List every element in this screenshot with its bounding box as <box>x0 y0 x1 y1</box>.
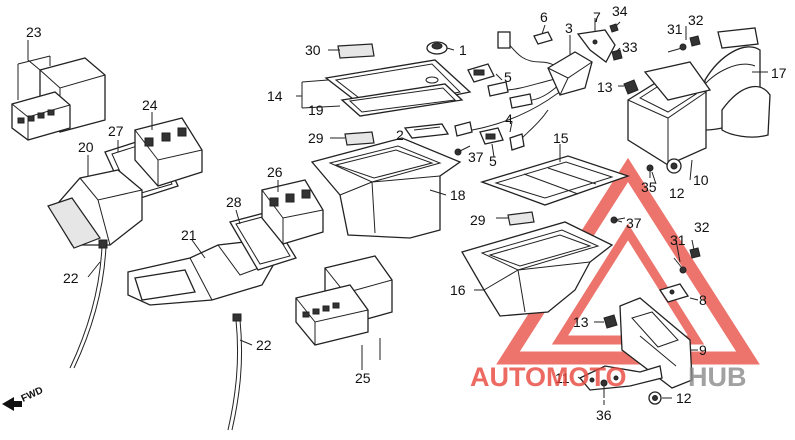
callout-12-upper: 12 <box>669 185 685 201</box>
callout-27: 27 <box>108 123 124 139</box>
callout-20: 20 <box>78 139 94 155</box>
part-22-left <box>69 239 108 369</box>
callout-9: 8 <box>699 292 707 308</box>
callout-15: 15 <box>553 130 569 146</box>
part-18 <box>310 137 462 239</box>
callout-36: 36 <box>596 407 612 423</box>
part-24 <box>134 117 203 187</box>
callout-5-upper: 5 <box>504 69 512 85</box>
callout-24: 24 <box>142 97 158 113</box>
part-9 <box>658 283 690 303</box>
part-5-lower <box>479 127 504 145</box>
part-17 <box>461 221 614 317</box>
callout-labels: 23 24 27 20 26 28 21 22 22 25 30 1 14 19… <box>26 3 787 423</box>
callout-34: 34 <box>612 3 628 19</box>
watermark-text-left: AUTOMOTO <box>470 362 627 392</box>
part-12-lower <box>648 391 662 405</box>
part-5-upper <box>467 63 495 83</box>
callout-29-upper: 29 <box>308 130 324 146</box>
callout-37-upper: 37 <box>468 149 484 165</box>
part-13-upper <box>623 79 639 95</box>
part-23 <box>11 55 106 141</box>
callout-32-upper: 32 <box>688 12 704 28</box>
fwd-label: FWD <box>20 385 45 405</box>
part-19 <box>340 83 464 117</box>
watermark-text-right: HUB <box>688 362 747 392</box>
callout-21: 21 <box>181 227 197 243</box>
part-32-lower <box>689 247 701 259</box>
part-7 <box>576 29 616 63</box>
callout-17: 16 <box>450 282 466 298</box>
callout-7: 7 <box>593 9 601 25</box>
part-10 <box>578 365 663 391</box>
callout-18: 18 <box>450 187 466 203</box>
callout-12-lower: 12 <box>676 390 692 406</box>
part-25 <box>295 255 393 360</box>
wiring <box>454 31 569 151</box>
callout-37-lower: 37 <box>626 215 642 231</box>
watermark-text: AUTOMOTO HUB <box>470 362 747 392</box>
part-13-lower <box>603 314 618 329</box>
part-32-upper <box>689 35 701 47</box>
part-15 <box>479 155 631 206</box>
callout-5-lower: 5 <box>489 153 497 169</box>
callout-22-center: 22 <box>256 337 272 353</box>
fwd-indicator: FWD <box>2 385 45 411</box>
callout-30: 30 <box>305 42 321 58</box>
part-37-upper <box>454 145 471 156</box>
part-36 <box>600 379 608 398</box>
part-20 <box>47 169 143 249</box>
part-29-upper <box>344 131 375 146</box>
part-12-upper <box>666 158 682 174</box>
part-6 <box>533 31 553 45</box>
part-31-lower <box>673 257 687 274</box>
callout-11: 10 <box>693 172 709 188</box>
part-26 <box>261 179 324 245</box>
callout-22-left: 22 <box>63 270 79 286</box>
part-16 <box>699 27 771 138</box>
callout-13-upper: 13 <box>597 79 613 95</box>
part-29-lower <box>507 211 535 226</box>
callout-4: 4 <box>505 111 513 127</box>
callout-3: 3 <box>565 20 573 36</box>
leader-lines <box>27 18 768 405</box>
callout-8: 9 <box>699 342 707 358</box>
part-11 <box>627 61 712 166</box>
callout-31-upper: 31 <box>667 21 683 37</box>
part-8 <box>619 297 693 389</box>
callout-25: 25 <box>355 370 371 386</box>
callout-13-lower: 13 <box>573 314 589 330</box>
callout-26: 26 <box>267 164 283 180</box>
part-31-upper <box>667 43 687 53</box>
callout-35: 35 <box>641 179 657 195</box>
part-30 <box>337 43 375 59</box>
callout-1: 1 <box>459 42 467 58</box>
callout-28: 28 <box>226 194 242 210</box>
part-1 <box>426 41 448 55</box>
callout-2: 2 <box>396 127 404 143</box>
part-35 <box>646 164 654 178</box>
part-37-lower <box>610 216 626 224</box>
callout-32-lower: 32 <box>694 219 710 235</box>
part-28 <box>229 211 297 271</box>
callout-16: 17 <box>771 65 787 81</box>
callout-31-lower: 31 <box>670 232 686 248</box>
callout-6: 6 <box>540 9 548 25</box>
part-21 <box>127 239 276 306</box>
part-2 <box>403 123 450 139</box>
callout-19: 19 <box>308 102 324 118</box>
callout-29-lower: 29 <box>470 212 486 228</box>
callout-33: 33 <box>622 39 638 55</box>
callout-10: 11 <box>555 370 570 386</box>
part-22-center <box>227 313 243 431</box>
callout-14: 14 <box>267 88 283 104</box>
callout-23: 23 <box>26 24 42 40</box>
